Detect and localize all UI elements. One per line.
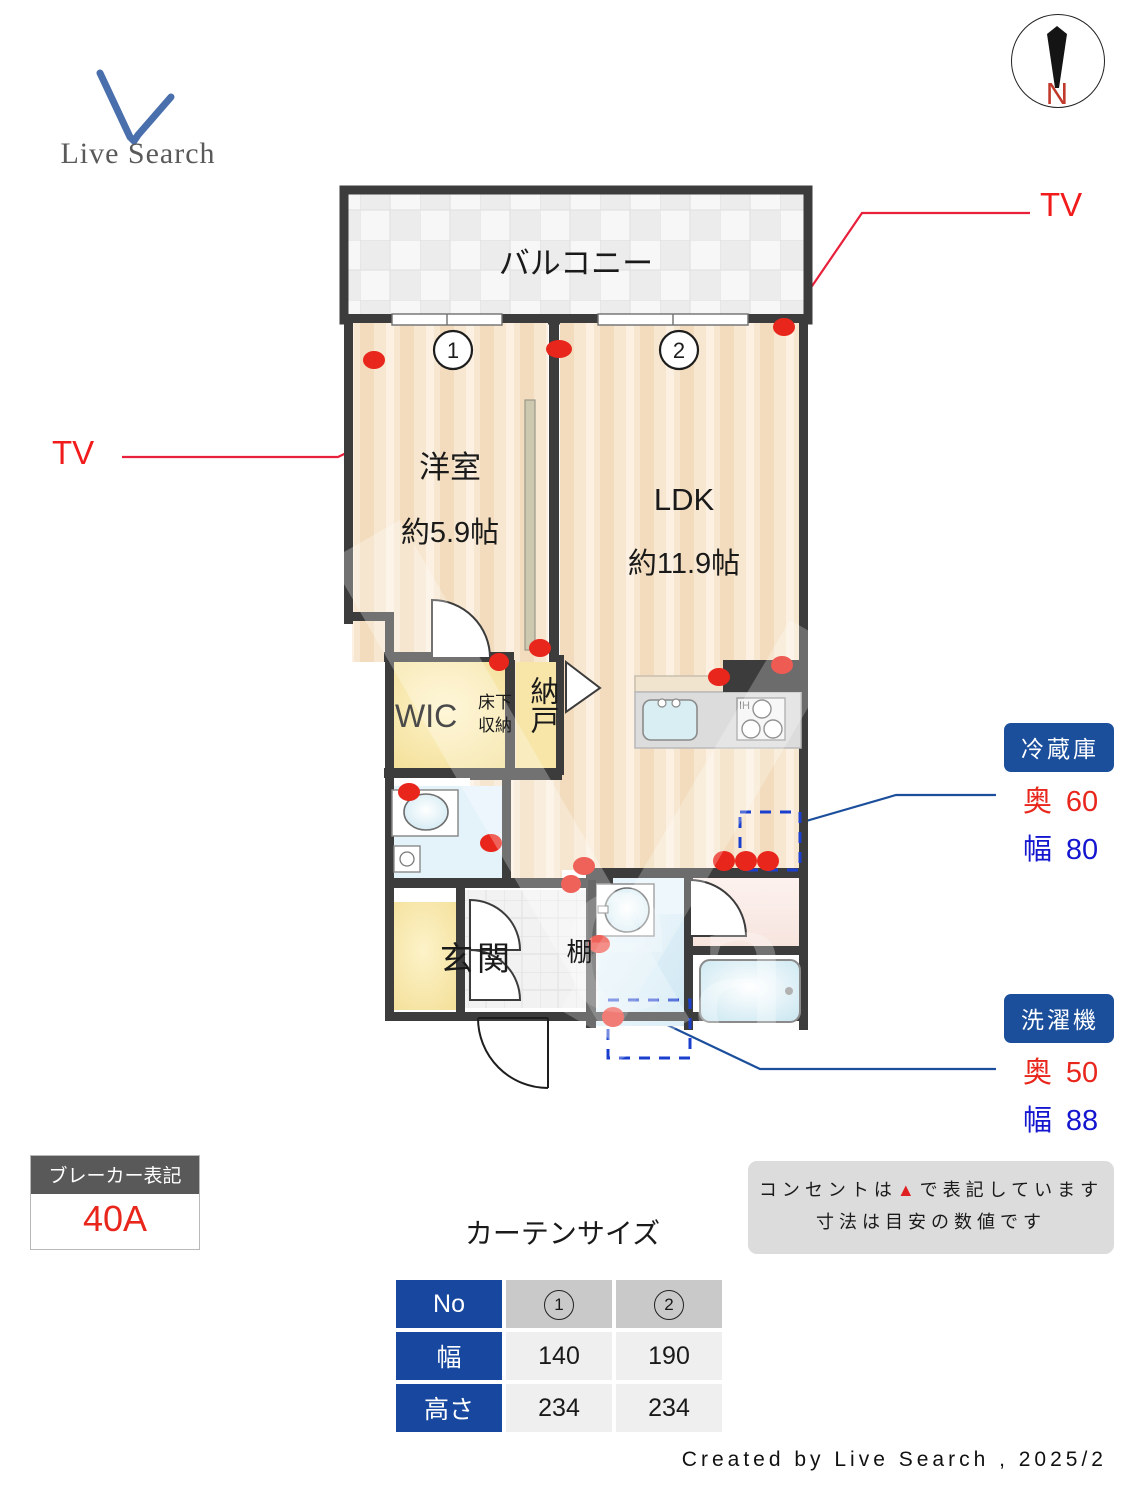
- note-line-1: コンセントは▲で表記しています: [748, 1175, 1114, 1207]
- compass-north-label: N: [1045, 76, 1069, 111]
- nando-label: 納戸: [526, 676, 558, 734]
- check-v-icon: [96, 69, 175, 147]
- outlet-triangle-icon: ▲: [896, 1180, 920, 1200]
- curtain-col-2: 2: [616, 1280, 722, 1328]
- nando-door-icon: [565, 659, 602, 714]
- room-label-bedroom: 洋室 約5.9帖: [352, 442, 548, 551]
- table-row: 幅 140 190: [396, 1332, 722, 1380]
- curtain-size-table: No 1 2 幅 140 190 高さ 234 234: [392, 1276, 726, 1436]
- plan-window-mark-2: 2: [673, 338, 685, 363]
- fridge-depth-label: 奥: [1022, 786, 1052, 818]
- brand-logo: Live Search: [38, 55, 238, 180]
- fridge-depth-value: 60: [1065, 786, 1099, 818]
- curtain-row-label-height: 高さ: [396, 1384, 502, 1432]
- svg-text:a: a: [690, 835, 792, 1090]
- shelf-label: 棚: [563, 938, 593, 964]
- note-line-1-before: コンセントは: [758, 1180, 897, 1200]
- bedroom-name: 洋室: [419, 450, 481, 485]
- bedroom-area: 約5.9帖: [400, 517, 500, 549]
- note-line-2: 寸法は目安の数値です: [816, 1211, 1046, 1232]
- walls: [344, 314, 808, 1030]
- table-row-header: No 1 2: [396, 1280, 722, 1328]
- kitchen-sink-icon: [642, 699, 698, 741]
- legend-note-box: コンセントは▲で表記しています 寸法は目安の数値です: [748, 1161, 1114, 1254]
- curtain-size-title: カーテンサイズ: [464, 1218, 661, 1249]
- curtain-height-1: 234: [506, 1384, 612, 1432]
- kitchen-counter: IH: [634, 660, 808, 749]
- compass-circle: [1011, 14, 1105, 108]
- ldk-name: LDK: [653, 482, 715, 517]
- entrance-label: 玄関: [440, 940, 514, 977]
- north-compass: N: [1011, 14, 1107, 124]
- ldk-area: 約11.9帖: [627, 548, 741, 580]
- svg-text:IH: IH: [739, 700, 750, 712]
- washer-space: [606, 998, 692, 1060]
- fridge-width-label: 幅: [1022, 834, 1052, 866]
- washer-width-label: 幅: [1022, 1105, 1052, 1137]
- bathtub-icon: [699, 959, 801, 1023]
- washer-width-value: 88: [1065, 1105, 1099, 1137]
- tv-outlet-label-right: TV: [1040, 186, 1083, 223]
- washer-size-callout: 洗濯機 奥 50 幅 88: [1004, 994, 1114, 1139]
- washer-depth-value: 50: [1065, 1057, 1099, 1089]
- underfloor-storage-line1: 床下: [478, 693, 512, 712]
- curtain-height-2: 234: [616, 1384, 722, 1432]
- washbasin-icon: [595, 883, 655, 937]
- note-line-1-after: で表記しています: [919, 1180, 1104, 1200]
- ih-cooktop-icon: IH: [736, 697, 786, 741]
- underfloor-storage-label: 床下 収納: [472, 692, 518, 738]
- doors: [431, 598, 748, 1089]
- window-number-2: 2: [654, 1290, 684, 1320]
- windows: [391, 313, 749, 326]
- window-number-badges: 1 2: [432, 329, 700, 371]
- storage-areas: [390, 660, 590, 1010]
- breaker-info-box: ブレーカー表記 40A: [30, 1155, 200, 1250]
- svg-text:e: e: [560, 788, 671, 1065]
- tv-outlet-label-left: TV: [52, 434, 95, 471]
- balcony-label: バルコニー: [498, 246, 654, 281]
- north-arrow-icon: [1047, 26, 1067, 88]
- curtain-width-2: 190: [616, 1332, 722, 1380]
- brand-name: Live Search: [60, 137, 216, 170]
- fridge-size-callout: 冷蔵庫 奥 60 幅 80: [1004, 723, 1114, 868]
- footer-credit: Created by Live Search , 2025/2: [681, 1448, 1107, 1471]
- breaker-value: 40A: [31, 1194, 199, 1249]
- wic-label: WIC: [395, 698, 458, 734]
- window-number-1: 1: [544, 1290, 574, 1320]
- toilet-icon: [391, 789, 459, 873]
- curtain-row-label-width: 幅: [396, 1332, 502, 1380]
- outlet-markers: [363, 318, 795, 1027]
- table-row: 高さ 234 234: [396, 1384, 722, 1432]
- washer-depth-label: 奥: [1022, 1057, 1052, 1089]
- balcony-area: [339, 185, 813, 325]
- room-label-ldk: LDK 約11.9帖: [560, 482, 808, 582]
- fridge-badge-label: 冷蔵庫: [1004, 723, 1114, 772]
- curtain-width-1: 140: [506, 1332, 612, 1380]
- watermark-sheen: e a: [330, 520, 842, 1090]
- curtain-col-1: 1: [506, 1280, 612, 1328]
- washer-badge-label: 洗濯機: [1004, 994, 1114, 1043]
- bath-door: [588, 880, 596, 954]
- breaker-title: ブレーカー表記: [31, 1156, 199, 1194]
- curtain-row-label-no: No: [396, 1280, 502, 1328]
- plan-window-mark-1: 1: [447, 338, 459, 363]
- underfloor-storage-line2: 収納: [478, 715, 512, 735]
- fridge-width-value: 80: [1065, 834, 1099, 866]
